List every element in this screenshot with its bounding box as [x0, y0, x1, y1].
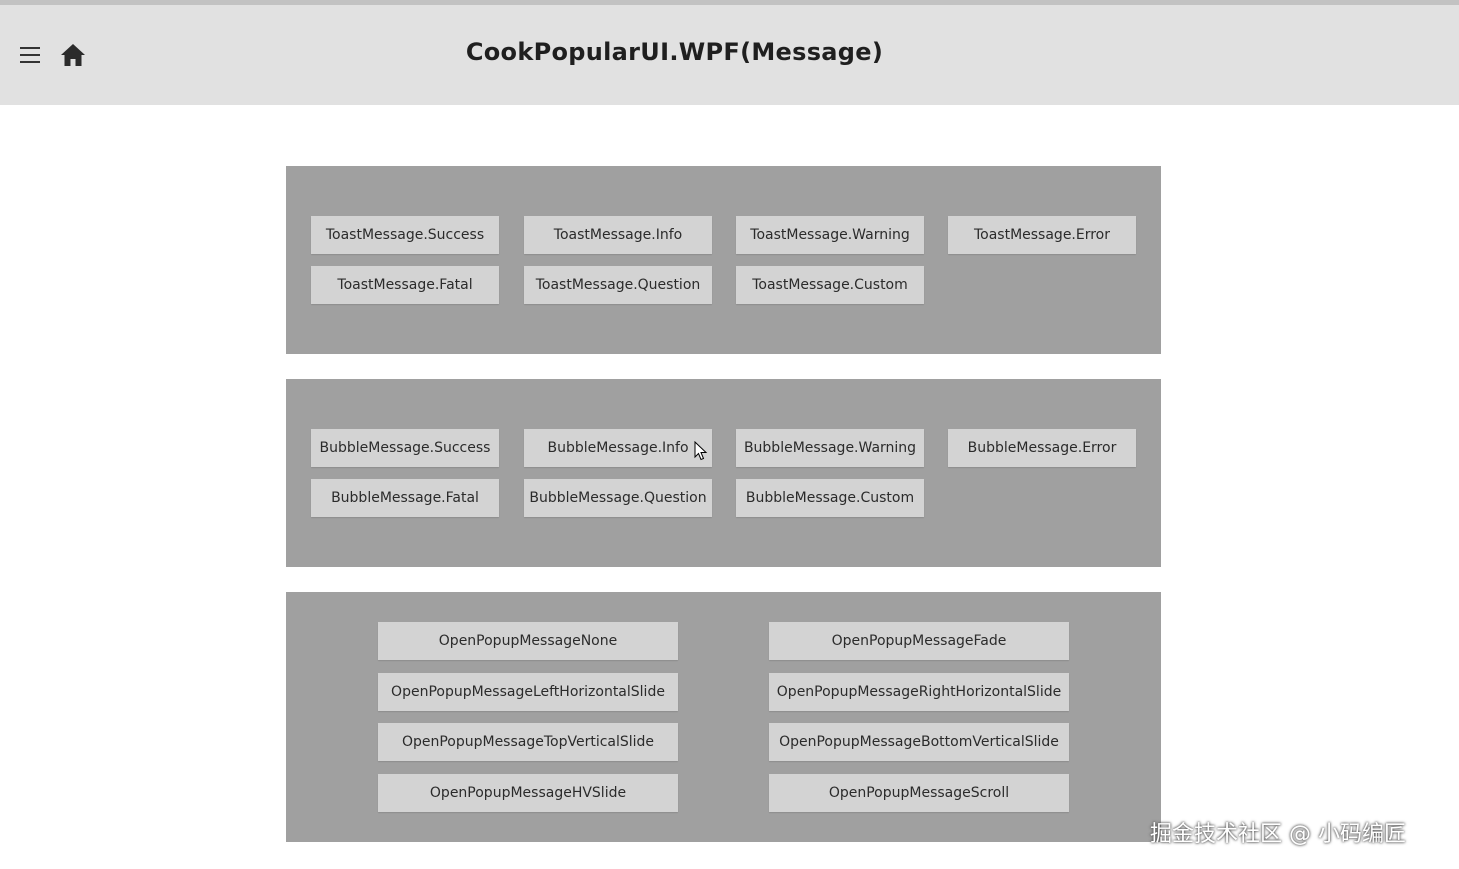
- window-top-border: [0, 0, 1459, 5]
- home-icon[interactable]: [59, 42, 87, 68]
- toast-message-panel: ToastMessage.Success ToastMessage.Info T…: [286, 166, 1161, 354]
- toast-success-button[interactable]: ToastMessage.Success: [311, 216, 499, 254]
- toast-warning-button[interactable]: ToastMessage.Warning: [736, 216, 924, 254]
- popup-right-horizontal-slide-button[interactable]: OpenPopupMessageRightHorizontalSlide: [769, 673, 1069, 711]
- popup-message-panel: OpenPopupMessageNone OpenPopupMessageFad…: [286, 592, 1161, 842]
- popup-scroll-button[interactable]: OpenPopupMessageScroll: [769, 774, 1069, 812]
- bubble-error-button[interactable]: BubbleMessage.Error: [948, 429, 1136, 467]
- popup-bottom-vertical-slide-button[interactable]: OpenPopupMessageBottomVerticalSlide: [769, 723, 1069, 761]
- bubble-fatal-button[interactable]: BubbleMessage.Fatal: [311, 479, 499, 517]
- app-header: CookPopularUI.WPF(Message): [0, 5, 1459, 105]
- bubble-message-panel: BubbleMessage.Success BubbleMessage.Info…: [286, 379, 1161, 567]
- bubble-info-button[interactable]: BubbleMessage.Info: [524, 429, 712, 467]
- page-title: CookPopularUI.WPF(Message): [465, 38, 884, 66]
- toast-info-button[interactable]: ToastMessage.Info: [524, 216, 712, 254]
- bubble-custom-button[interactable]: BubbleMessage.Custom: [736, 479, 924, 517]
- popup-hv-slide-button[interactable]: OpenPopupMessageHVSlide: [378, 774, 678, 812]
- toast-custom-button[interactable]: ToastMessage.Custom: [736, 266, 924, 304]
- hamburger-menu-icon[interactable]: [18, 45, 42, 65]
- popup-fade-button[interactable]: OpenPopupMessageFade: [769, 622, 1069, 660]
- bubble-question-button[interactable]: BubbleMessage.Question: [524, 479, 712, 517]
- toast-question-button[interactable]: ToastMessage.Question: [524, 266, 712, 304]
- bubble-warning-button[interactable]: BubbleMessage.Warning: [736, 429, 924, 467]
- toast-fatal-button[interactable]: ToastMessage.Fatal: [311, 266, 499, 304]
- watermark: 掘金技术社区 @ 小码编匠: [1150, 822, 1406, 847]
- popup-left-horizontal-slide-button[interactable]: OpenPopupMessageLeftHorizontalSlide: [378, 673, 678, 711]
- popup-top-vertical-slide-button[interactable]: OpenPopupMessageTopVerticalSlide: [378, 723, 678, 761]
- toast-error-button[interactable]: ToastMessage.Error: [948, 216, 1136, 254]
- bubble-success-button[interactable]: BubbleMessage.Success: [311, 429, 499, 467]
- popup-none-button[interactable]: OpenPopupMessageNone: [378, 622, 678, 660]
